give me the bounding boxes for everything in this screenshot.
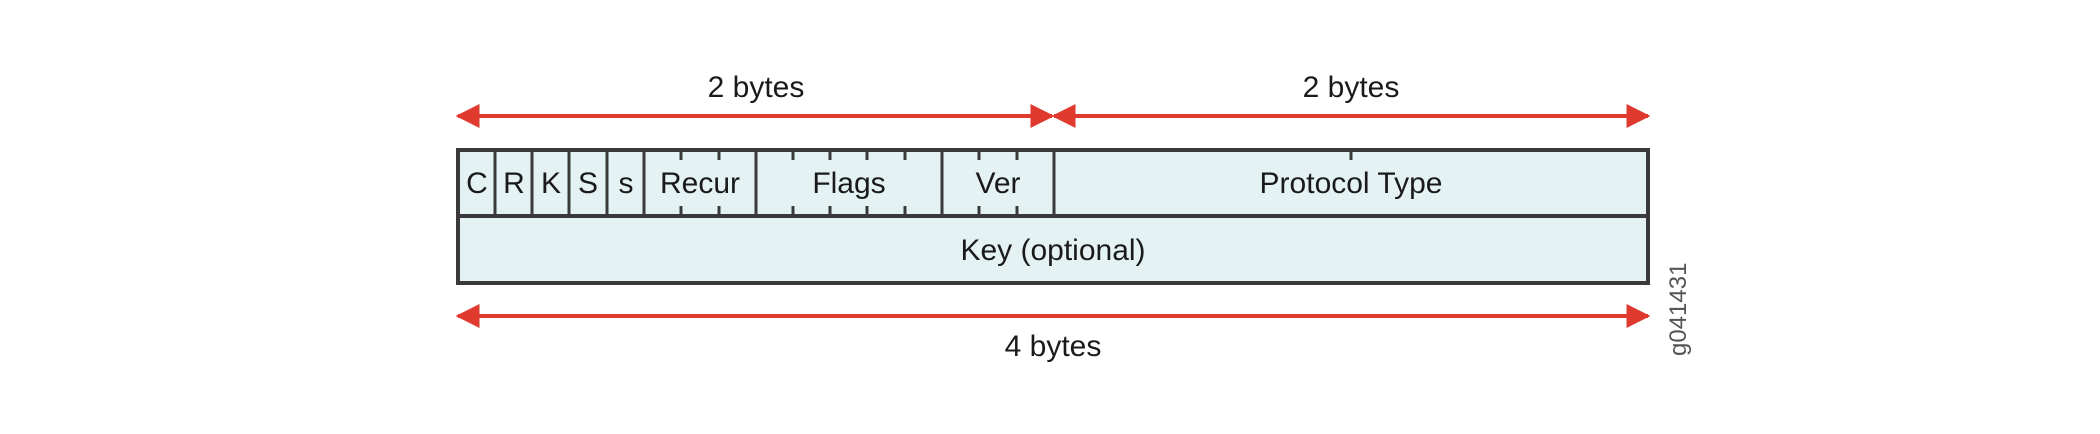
field-r: R [503, 167, 525, 200]
field-ver: Ver [975, 167, 1020, 200]
field-flags: Flags [812, 167, 885, 200]
field-k: K [541, 167, 561, 200]
bottom-span-label: 4 bytes [1005, 330, 1102, 363]
header-box: C R K S s Recur Flags Ver Protocol Type … [456, 148, 1650, 285]
field-c: C [466, 167, 488, 200]
top-left-dimension: 2 bytes [455, 71, 1055, 128]
row1-dividers [493, 150, 1056, 216]
bit-ticks [679, 150, 1353, 216]
figure-id: g041431 [1665, 263, 1692, 356]
field-recur: Recur [660, 167, 740, 200]
field-key-optional: Key (optional) [960, 234, 1145, 267]
field-s-upper: S [578, 167, 598, 200]
field-protocol-type: Protocol Type [1260, 167, 1443, 200]
bottom-dimension: 4 bytes [455, 304, 1651, 363]
top-right-dimension: 2 bytes [1051, 71, 1651, 128]
top-right-span-label: 2 bytes [1303, 71, 1400, 104]
top-left-span-label: 2 bytes [708, 71, 805, 104]
field-s-lower: s [619, 167, 634, 200]
